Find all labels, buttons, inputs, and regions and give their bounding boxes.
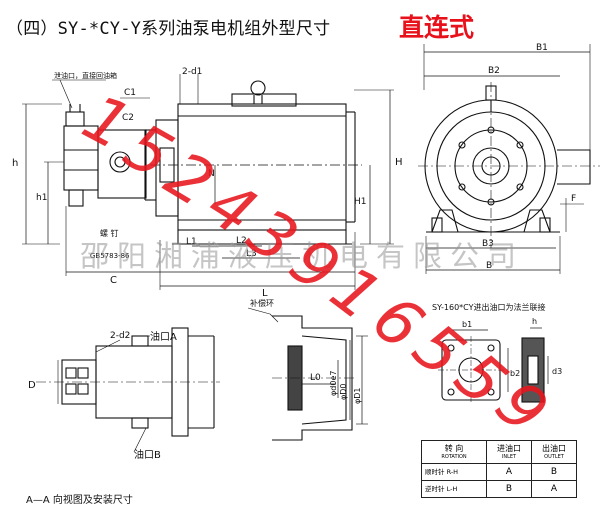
dim-b1: B1: [536, 43, 548, 53]
valve-plug: [68, 189, 84, 207]
dim-b3: B3: [482, 239, 494, 249]
drawing-title-emphasis: 直连式: [399, 13, 475, 42]
dim-l0: L0: [310, 373, 321, 383]
dim-d1: 2-d1: [182, 67, 202, 77]
dim-b: B: [486, 261, 492, 271]
seal-ring-label: 补偿环: [250, 298, 274, 308]
dim-d3: d3: [552, 367, 562, 376]
terminal-box: [231, 93, 297, 107]
dim-l: L: [262, 288, 268, 299]
dim-c1: C1: [124, 88, 136, 98]
dim-H1: H1: [354, 197, 367, 207]
drawing-title: （四）SY-*CY-Y系列油泵电机组外型尺寸: [6, 19, 331, 39]
dim-d2: 2-d2: [110, 331, 130, 341]
oil-port-a-label: 油口A: [150, 330, 177, 343]
dim-b1-small: b1: [462, 320, 472, 329]
dim-d0: φD0: [339, 383, 348, 400]
row-rotation: 顺时针 R-H: [421, 463, 487, 481]
drain-port-note: 泄油口，直接回油箱: [54, 71, 117, 80]
port-a-top: [131, 335, 149, 347]
row-inlet: B: [486, 480, 532, 498]
dim-b2: B2: [488, 66, 500, 76]
motor-flange: [155, 119, 179, 217]
dim-l1: L1: [186, 237, 197, 247]
shaft-section-detail: [247, 307, 368, 441]
oil-port-circle: [109, 151, 131, 173]
dim-n: N: [208, 169, 215, 179]
dim-c2: C2: [122, 113, 134, 123]
dim-b2-small: b2: [510, 369, 520, 378]
dim-D: D: [28, 380, 36, 391]
dim-d0e7: φd0e7: [329, 371, 338, 396]
row-rotation: 逆时针 L-H: [421, 480, 487, 498]
table-row: 顺时针 R-H A B: [421, 463, 577, 481]
dim-d1-dia: φD1: [353, 387, 362, 404]
company-watermark: 邵阳湘浦液压机电有限公司: [80, 239, 525, 273]
dim-l3: L3: [246, 249, 257, 259]
adjust-screw: [65, 111, 85, 127]
side-view: [22, 74, 394, 290]
port-b-top: [131, 417, 149, 429]
flange-detail: [438, 327, 549, 404]
row-outlet: A: [531, 480, 577, 498]
row-outlet: B: [531, 463, 577, 481]
dim-h-small: h: [532, 317, 537, 326]
coupling: [159, 147, 175, 183]
dim-c: C: [110, 275, 117, 286]
flange-note: SY-160*CY进出油口为法兰联接: [432, 302, 546, 312]
lifting-eye: [250, 80, 266, 96]
bolt-label: 螺 钉: [100, 228, 119, 238]
dim-l2: L2: [236, 236, 247, 246]
top-view: [36, 327, 220, 453]
dim-f: F: [571, 194, 576, 204]
dim-h: h: [12, 158, 18, 169]
dim-h1: h1: [36, 193, 47, 203]
dim-H: H: [395, 157, 403, 168]
section-outline: [272, 315, 353, 441]
table-row: 逆时针 L-H B A: [421, 480, 577, 498]
end-view: [418, 44, 600, 274]
row-inlet: A: [486, 463, 532, 481]
bolt-standard: GB5783-86: [90, 252, 130, 260]
oil-port-b-label: 油口B: [134, 448, 161, 461]
bottom-caption: A—A 向视图及安装尺寸: [26, 493, 133, 506]
